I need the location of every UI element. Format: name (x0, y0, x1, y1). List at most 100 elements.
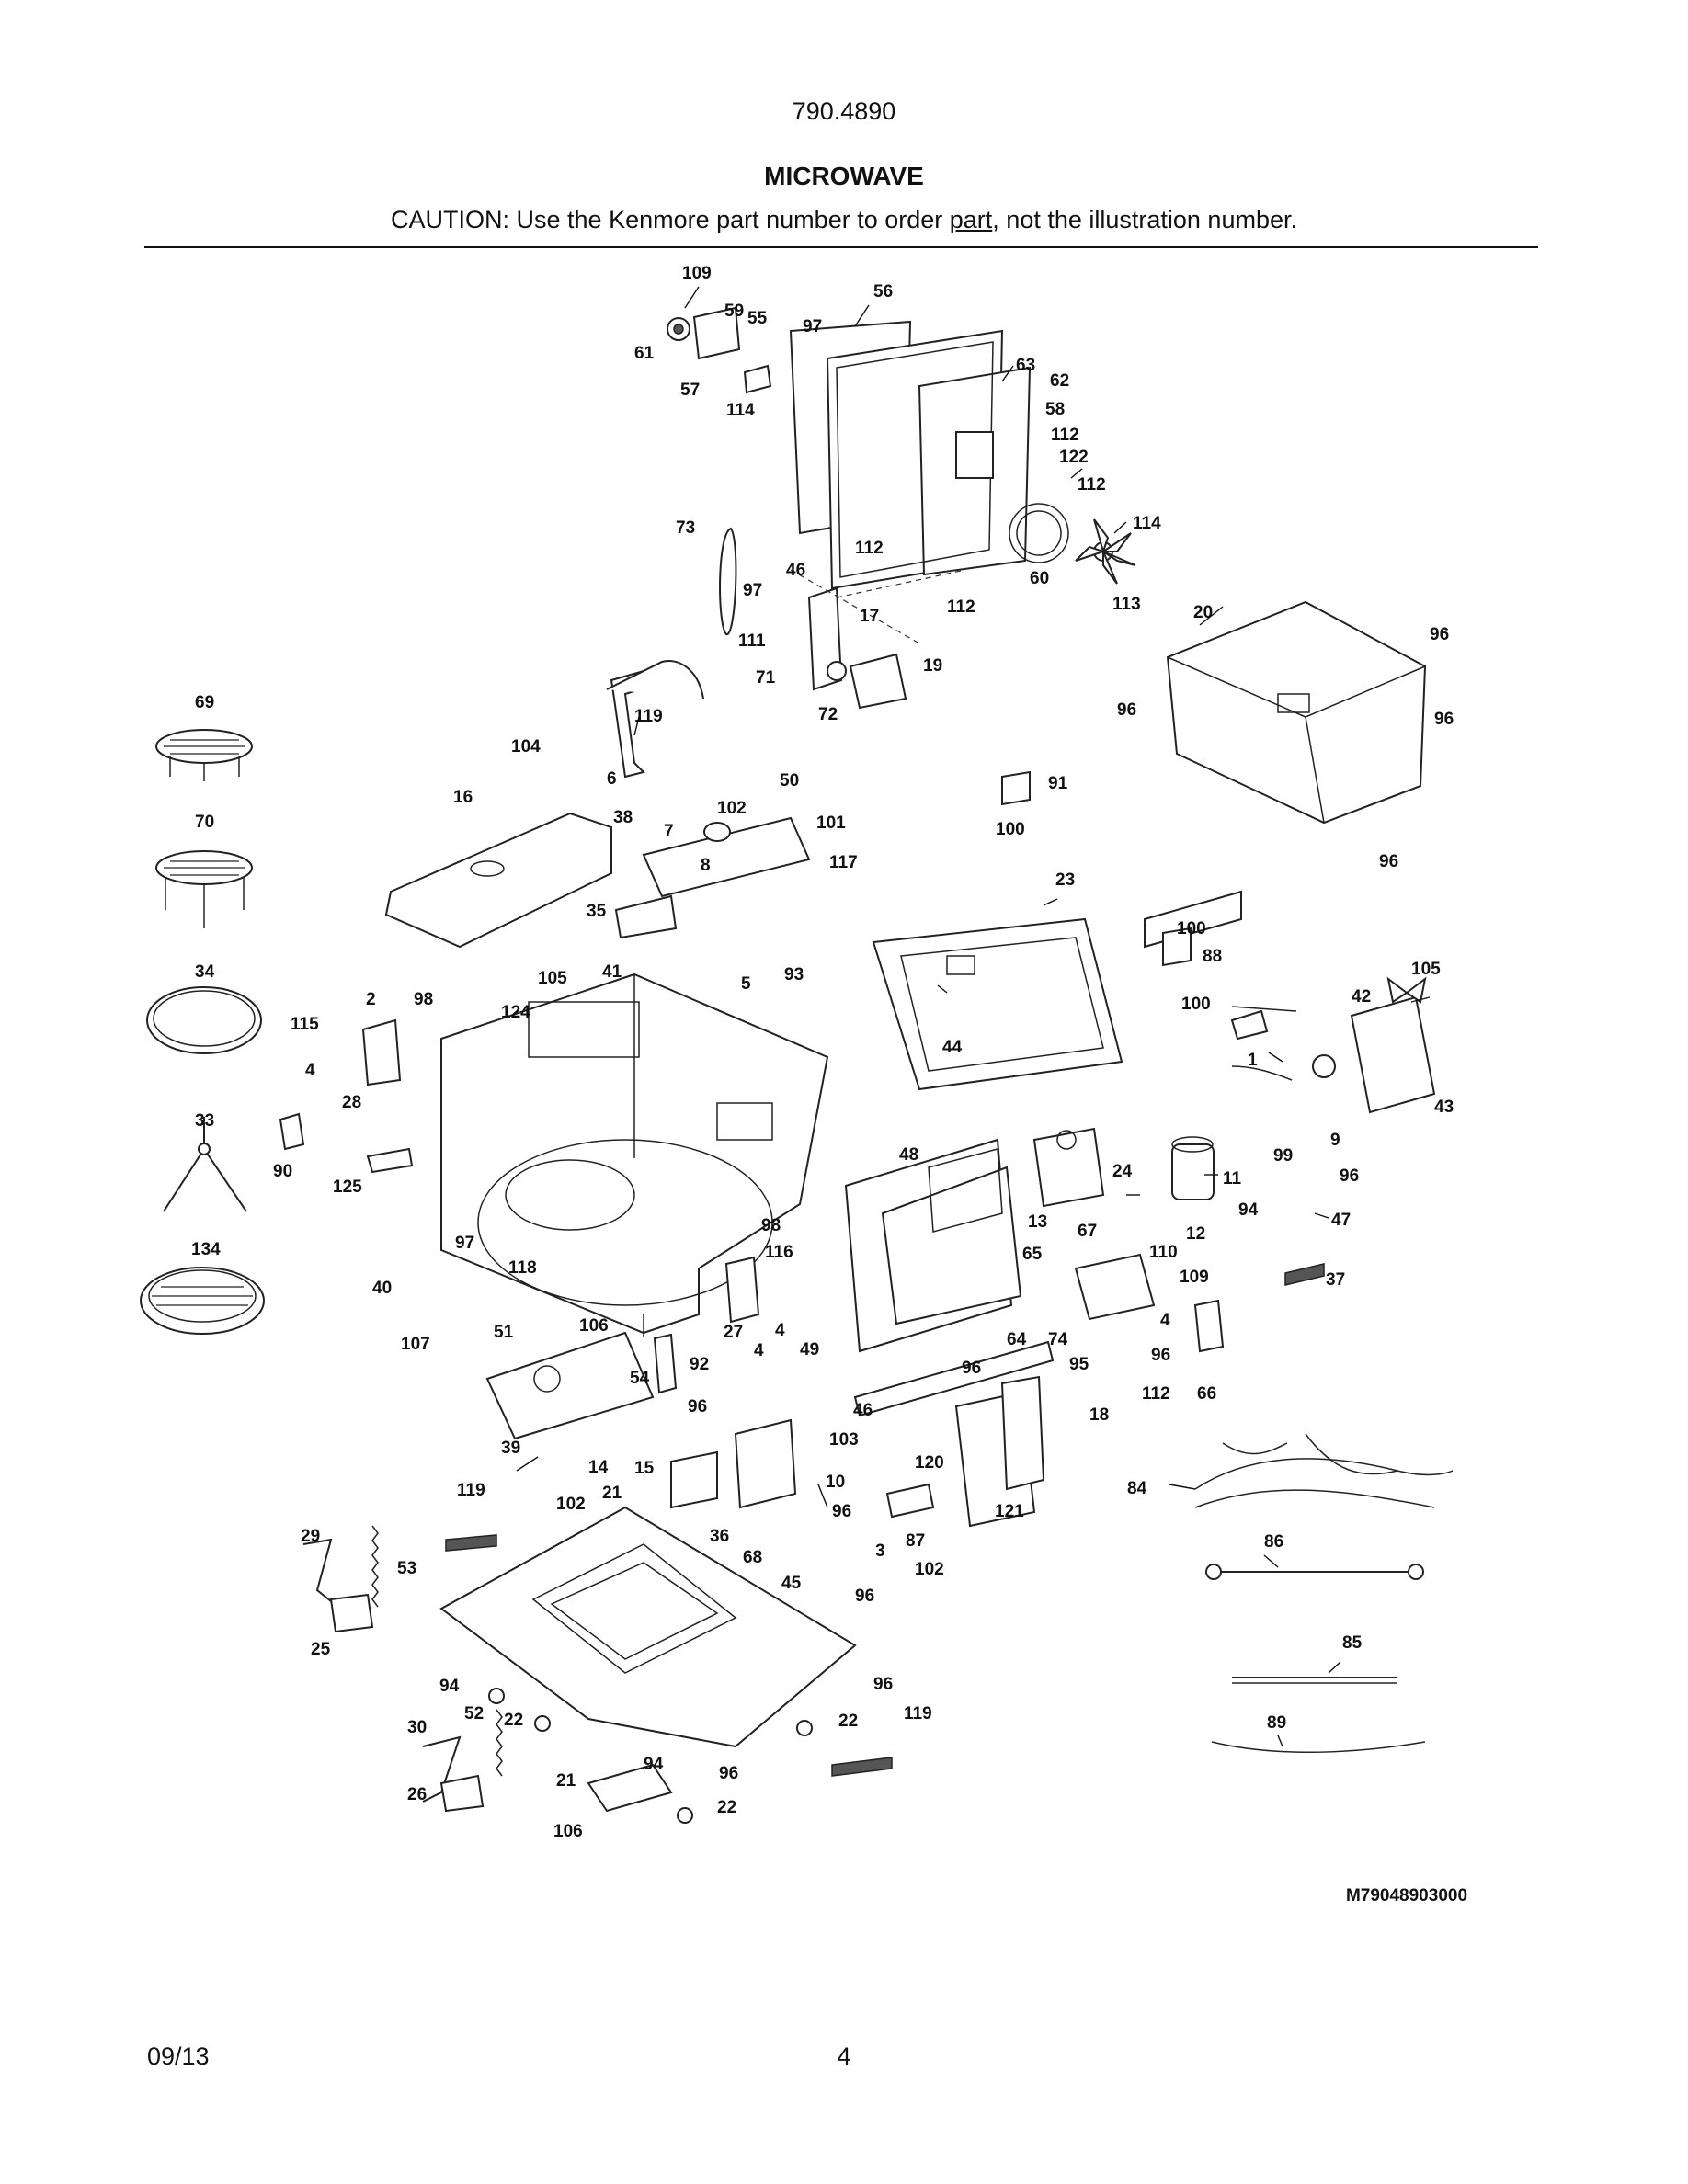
part-label: 112 (1078, 475, 1106, 495)
part-label: 22 (504, 1711, 523, 1730)
part-label: 8 (701, 856, 711, 875)
part-label: 112 (947, 597, 975, 617)
part-label: 99 (1273, 1146, 1293, 1166)
part-label: 4 (305, 1061, 315, 1080)
part-label: 97 (803, 317, 822, 336)
part-label: 96 (719, 1764, 738, 1783)
part-label: 66 (1197, 1384, 1216, 1404)
part-label: 10 (826, 1473, 845, 1492)
part-label: 100 (1181, 995, 1211, 1014)
part-label: 57 (680, 381, 700, 400)
part-label: 109 (682, 264, 712, 283)
part-label: 94 (644, 1755, 664, 1774)
part-label: 116 (765, 1243, 793, 1262)
oven-rack-70-drawing (155, 850, 253, 928)
part-label: 120 (915, 1453, 944, 1473)
part-label: 71 (756, 668, 776, 688)
drawing-code: M79048903000 (1345, 1886, 1468, 1905)
part-label: 96 (832, 1502, 851, 1521)
transformer-drawing (670, 1375, 1045, 1528)
part-label: 25 (311, 1640, 331, 1659)
part-label: 112 (1142, 1384, 1170, 1404)
part-label: 96 (1340, 1166, 1359, 1186)
magnetron-drawing (1032, 1127, 1105, 1208)
part-label: 106 (553, 1822, 583, 1841)
part-label: 94 (1238, 1200, 1259, 1220)
part-label: 52 (464, 1704, 484, 1723)
part-label: 42 (1352, 987, 1371, 1007)
part-label: 64 (1007, 1330, 1027, 1349)
main-cavity-drawing (440, 890, 1242, 1417)
part-label: 96 (962, 1359, 981, 1378)
part-label: 58 (1045, 400, 1065, 419)
part-label: 39 (501, 1439, 520, 1458)
part-label: 4 (775, 1321, 785, 1340)
part-label: 51 (494, 1323, 514, 1342)
part-label: 90 (273, 1162, 292, 1181)
part-label: 105 (1411, 960, 1441, 979)
part-label: 21 (602, 1484, 622, 1503)
part-label: 54 (630, 1369, 650, 1388)
part-label: 13 (1028, 1212, 1047, 1232)
part-label: 122 (1059, 448, 1089, 467)
part-label: 101 (816, 813, 846, 833)
part-label: 96 (1430, 625, 1449, 644)
part-label: 53 (397, 1559, 416, 1578)
part-label: 41 (602, 962, 622, 982)
tube-drawing (1211, 1741, 1426, 1753)
part-label: 28 (342, 1093, 361, 1112)
door-springs-drawing (302, 1525, 503, 1813)
part-label: 96 (1379, 852, 1398, 871)
part-label: 65 (1022, 1245, 1043, 1264)
part-label: 1 (1248, 1051, 1258, 1070)
part-label: 98 (414, 990, 433, 1009)
part-label: 7 (664, 822, 674, 841)
part-label: 73 (676, 518, 695, 538)
part-label: 21 (556, 1771, 576, 1791)
part-label: 72 (818, 705, 838, 724)
page-title: MICROWAVE (764, 162, 924, 190)
model-number: 790.4890 (792, 97, 896, 125)
part-label: 96 (855, 1587, 874, 1606)
part-label: 36 (710, 1527, 729, 1546)
part-label: 19 (923, 656, 942, 676)
part-label: 61 (634, 344, 655, 363)
turntable-tray-drawing (146, 986, 262, 1054)
header-divider (144, 246, 1538, 248)
part-label: 92 (690, 1355, 709, 1374)
part-label: 134 (191, 1240, 221, 1259)
ground-wire-drawing (1205, 1564, 1424, 1580)
part-label: 125 (333, 1177, 362, 1197)
part-label: 30 (407, 1718, 427, 1737)
part-label: 18 (1089, 1405, 1109, 1425)
caution-note: CAUTION: Use the Kenmore part number to … (0, 206, 1688, 234)
part-label: 67 (1078, 1222, 1097, 1241)
part-label: 17 (860, 607, 879, 626)
part-label: 109 (1180, 1268, 1209, 1287)
caution-text: CAUTION: Use the Kenmore part number to … (391, 206, 950, 233)
leader-lines (516, 286, 1431, 1747)
part-label: 95 (1069, 1355, 1089, 1374)
part-label: 119 (904, 1704, 932, 1723)
part-label: 121 (995, 1502, 1024, 1521)
part-label: 49 (800, 1340, 819, 1359)
part-label: 102 (556, 1495, 586, 1514)
part-label: 88 (1203, 947, 1222, 966)
page-number: 4 (837, 2042, 851, 2070)
part-label: 98 (761, 1216, 781, 1235)
part-label: 40 (372, 1279, 392, 1298)
side-panels-drawing (279, 770, 1225, 1519)
part-label: 47 (1331, 1211, 1351, 1230)
part-label: 5 (741, 974, 751, 994)
grill-pan-drawing (140, 1267, 265, 1335)
part-label: 100 (1177, 919, 1206, 938)
part-label: 9 (1330, 1131, 1340, 1150)
part-label: 103 (829, 1430, 859, 1450)
part-label: 38 (613, 808, 633, 827)
part-label: 15 (634, 1459, 655, 1478)
part-label: 34 (195, 962, 215, 982)
part-label: 37 (1326, 1270, 1345, 1290)
part-label: 96 (688, 1397, 707, 1416)
part-label: 50 (780, 771, 799, 791)
